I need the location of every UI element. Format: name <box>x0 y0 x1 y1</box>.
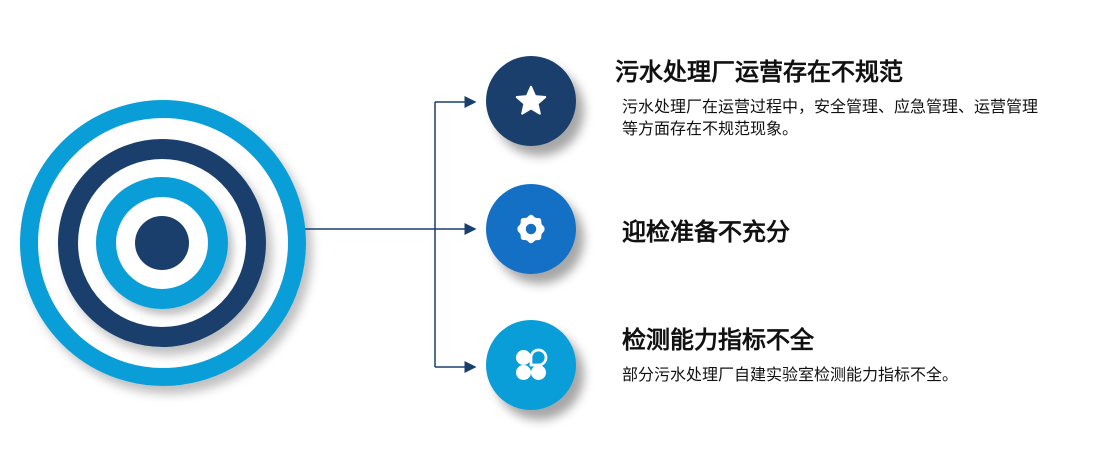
item-3-description: 部分污水处理厂自建实验室检测能力指标不全。 <box>622 365 959 384</box>
item-1-description: 污水处理厂在运营过程中，安全管理、应急管理、运营管理等方面存在不规范现象。 <box>622 97 1039 138</box>
star-icon <box>515 85 547 115</box>
bullseye <box>135 216 189 270</box>
gear-icon <box>517 214 545 244</box>
item-3-title: 检测能力指标不全 <box>622 326 814 354</box>
item-2-title: 迎检准备不充分 <box>622 218 790 246</box>
gear-node <box>486 184 576 274</box>
clover-node <box>486 320 576 410</box>
clover-icon <box>516 348 548 380</box>
item-1-title: 污水处理厂运营存在不规范 <box>615 58 903 86</box>
star-node <box>486 56 576 146</box>
